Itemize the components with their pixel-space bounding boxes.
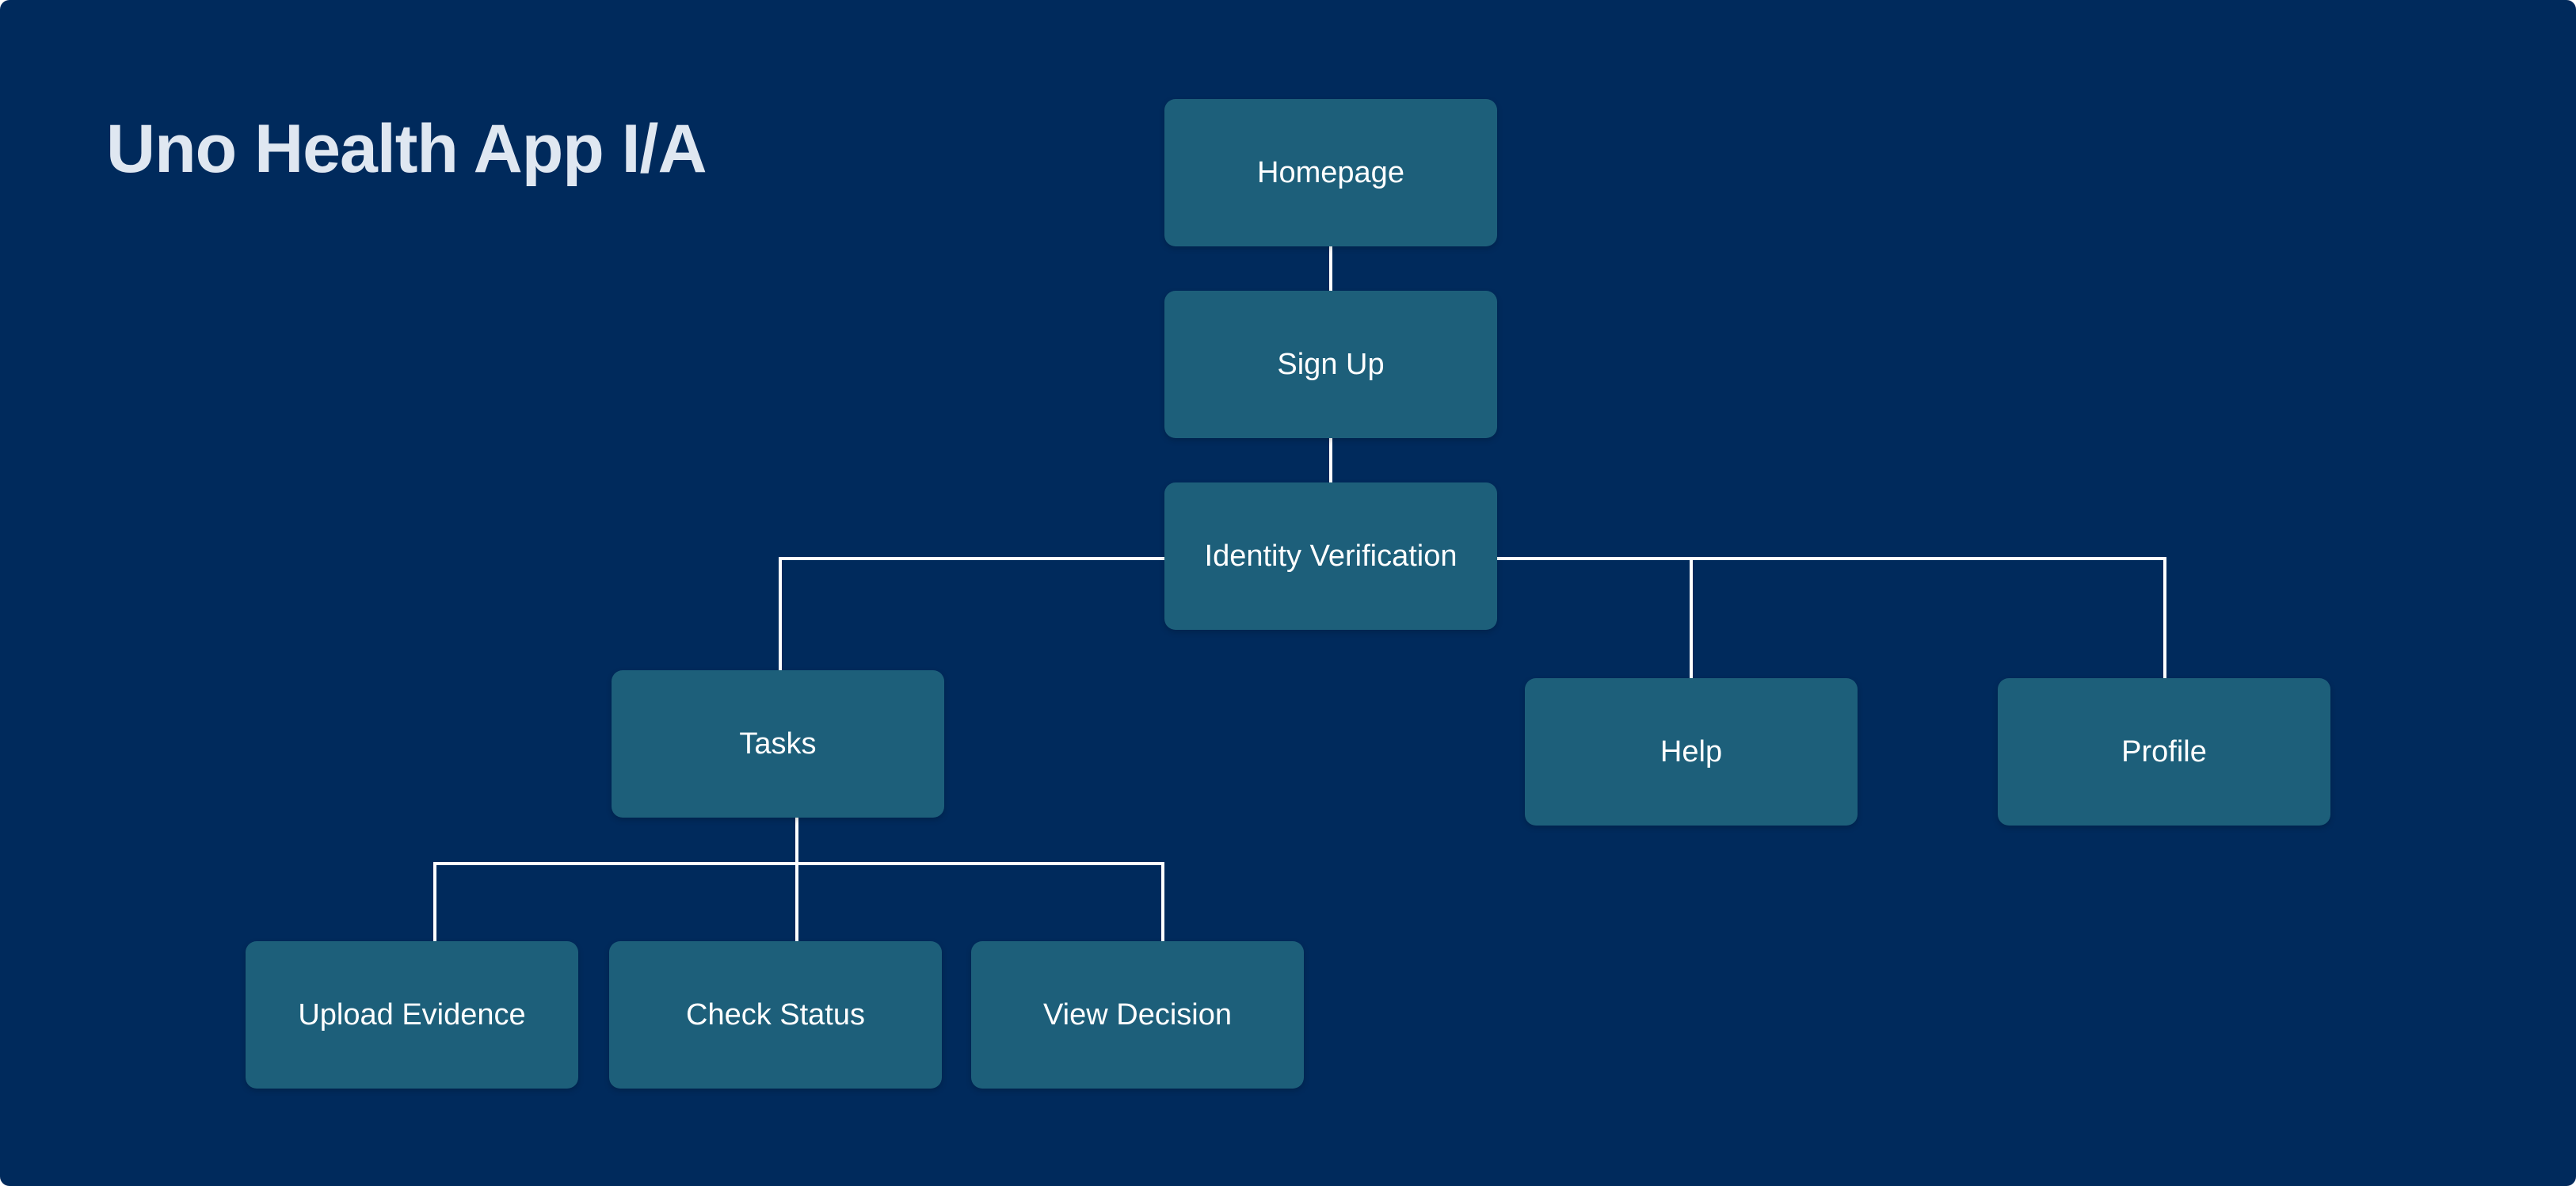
node-sign-up-label: Sign Up xyxy=(1277,347,1385,381)
node-homepage: Homepage xyxy=(1164,99,1497,246)
node-help-label: Help xyxy=(1660,734,1723,768)
node-profile: Profile xyxy=(1998,678,2330,826)
node-view-decision: View Decision xyxy=(971,941,1304,1089)
node-upload-evidence-label: Upload Evidence xyxy=(298,997,526,1032)
node-sign-up: Sign Up xyxy=(1164,291,1497,438)
node-check-status-label: Check Status xyxy=(686,997,865,1032)
node-check-status: Check Status xyxy=(609,941,942,1089)
node-help: Help xyxy=(1525,678,1858,826)
node-profile-label: Profile xyxy=(2121,734,2207,768)
node-view-decision-label: View Decision xyxy=(1043,997,1232,1032)
diagram-title: Uno Health App I/A xyxy=(106,111,707,187)
node-homepage-label: Homepage xyxy=(1257,155,1404,189)
node-identity-verification: Identity Verification xyxy=(1164,482,1497,630)
node-tasks: Tasks xyxy=(612,670,944,818)
node-identity-verification-label: Identity Verification xyxy=(1204,539,1458,573)
node-upload-evidence: Upload Evidence xyxy=(246,941,578,1089)
node-tasks-label: Tasks xyxy=(739,726,817,761)
